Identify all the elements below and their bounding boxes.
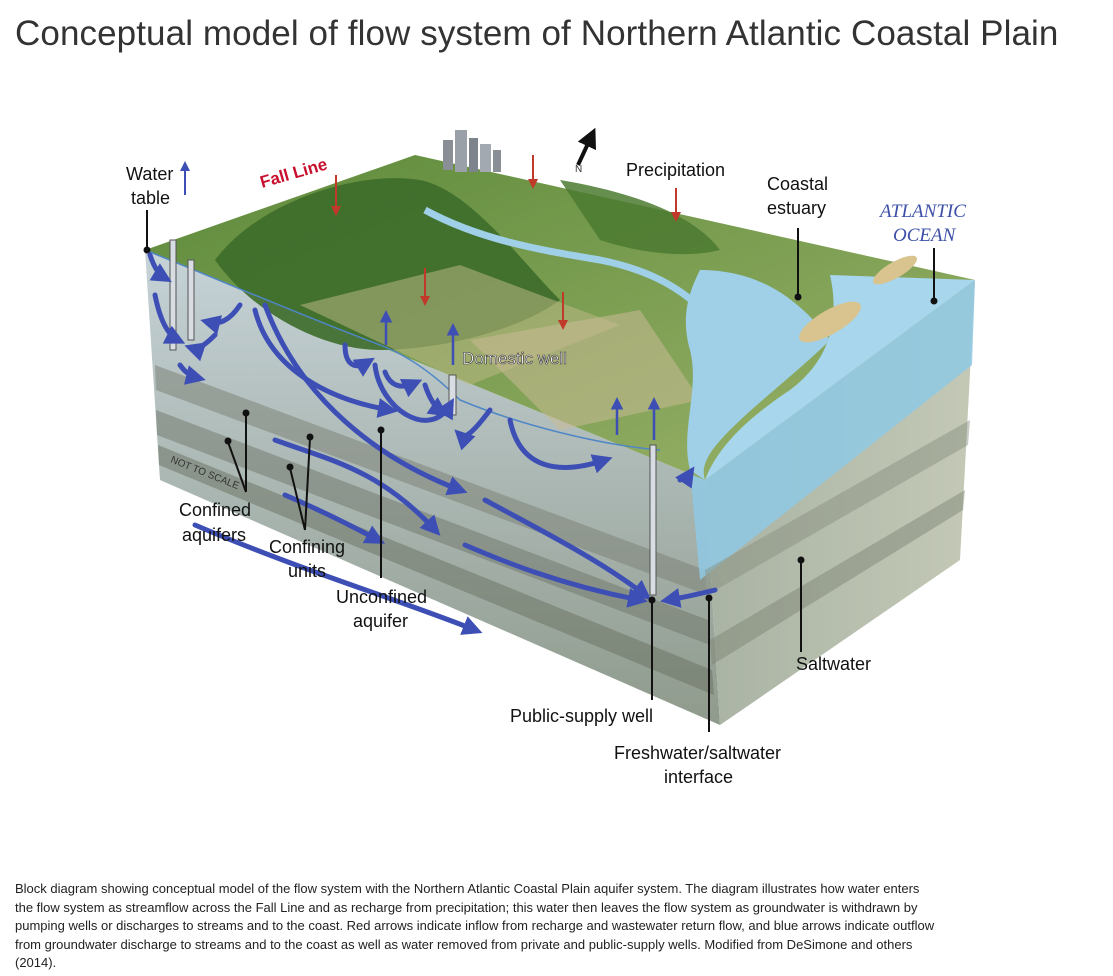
flow-arrow: [200, 302, 243, 335]
ocean-surface: [705, 275, 975, 480]
outflow-arrows: [147, 252, 718, 635]
label-confining-units-line1: Confining: [269, 537, 345, 557]
strata-side-band: [705, 420, 970, 595]
label-public-supply-well: Public-supply well: [510, 706, 653, 726]
water-table-line: [144, 249, 661, 451]
leader-lines: [146, 210, 935, 732]
label-atlantic-line1: ATLANTIC: [878, 201, 966, 222]
ocean-water-side: [690, 280, 975, 580]
flow-arrow: [507, 417, 613, 474]
flow-arrow: [282, 492, 386, 544]
strata-side-band: [710, 490, 965, 665]
flow-arrow: [422, 382, 449, 417]
label-interface-line1: Freshwater/saltwater: [614, 743, 781, 763]
city-buildings: [443, 130, 501, 172]
label-unconfined-aquifer-line1: Unconfined: [336, 587, 427, 607]
flow-arrow: [272, 437, 441, 536]
barrier-island: [872, 255, 918, 285]
flow-arrow: [192, 522, 483, 635]
barrier-island: [799, 301, 861, 343]
flow-arrow: [262, 302, 468, 496]
label-confined-aquifers-line2: aquifers: [182, 525, 246, 545]
domestic-well-shallow: [169, 239, 177, 351]
label-interface-line2: interface: [664, 767, 733, 787]
flow-arrow: [382, 369, 423, 398]
flow-arrow: [184, 332, 218, 362]
public-supply-well: [649, 444, 657, 596]
flow-arrow: [177, 362, 206, 385]
label-atlantic-line2: OCEAN: [893, 225, 957, 246]
north-arrow-icon: [576, 127, 596, 166]
label-coastal-estuary-line1: Coastal: [767, 174, 828, 194]
withdrawal-arrows: [379, 310, 661, 440]
label-coastal-estuary-line2: estuary: [767, 198, 826, 218]
flow-arrow: [152, 292, 186, 344]
river: [423, 206, 723, 333]
flow-arrow: [342, 342, 375, 377]
forest-area: [560, 180, 720, 255]
label-confining-units-line2: units: [288, 561, 326, 581]
label-confined-aquifers-line1: Confined: [179, 500, 251, 520]
domestic-well-shallow: [187, 259, 195, 341]
figure-caption: Block diagram showing conceptual model o…: [15, 881, 935, 970]
north-arrow-label: N: [575, 164, 582, 175]
page-title: Conceptual model of flow system of North…: [15, 14, 1059, 53]
flow-arrow: [454, 407, 493, 451]
label-fall-line: Fall Line: [258, 155, 330, 192]
flow-arrow: [675, 466, 695, 489]
label-domestic-well: Domestic well: [462, 349, 567, 368]
block-diagram: N Water table Fall Line Precipitation Co…: [126, 127, 975, 787]
label-unconfined-aquifer-line2: aquifer: [353, 611, 408, 631]
farm-fields: [470, 310, 700, 430]
label-water-table-line2: table: [131, 188, 170, 208]
label-saltwater: Saltwater: [796, 654, 871, 674]
flow-arrow: [147, 252, 172, 283]
label-water-table-line1: Water: [126, 164, 173, 184]
flow-arrow: [462, 542, 648, 608]
inflow-arrows: [331, 155, 681, 330]
label-precipitation: Precipitation: [626, 160, 725, 180]
leader-dots: [143, 246, 938, 604]
confining-unit-band: [158, 445, 714, 695]
coastal-estuary: [685, 270, 830, 480]
flow-arrow: [660, 587, 718, 608]
flow-arrow: [482, 497, 652, 600]
